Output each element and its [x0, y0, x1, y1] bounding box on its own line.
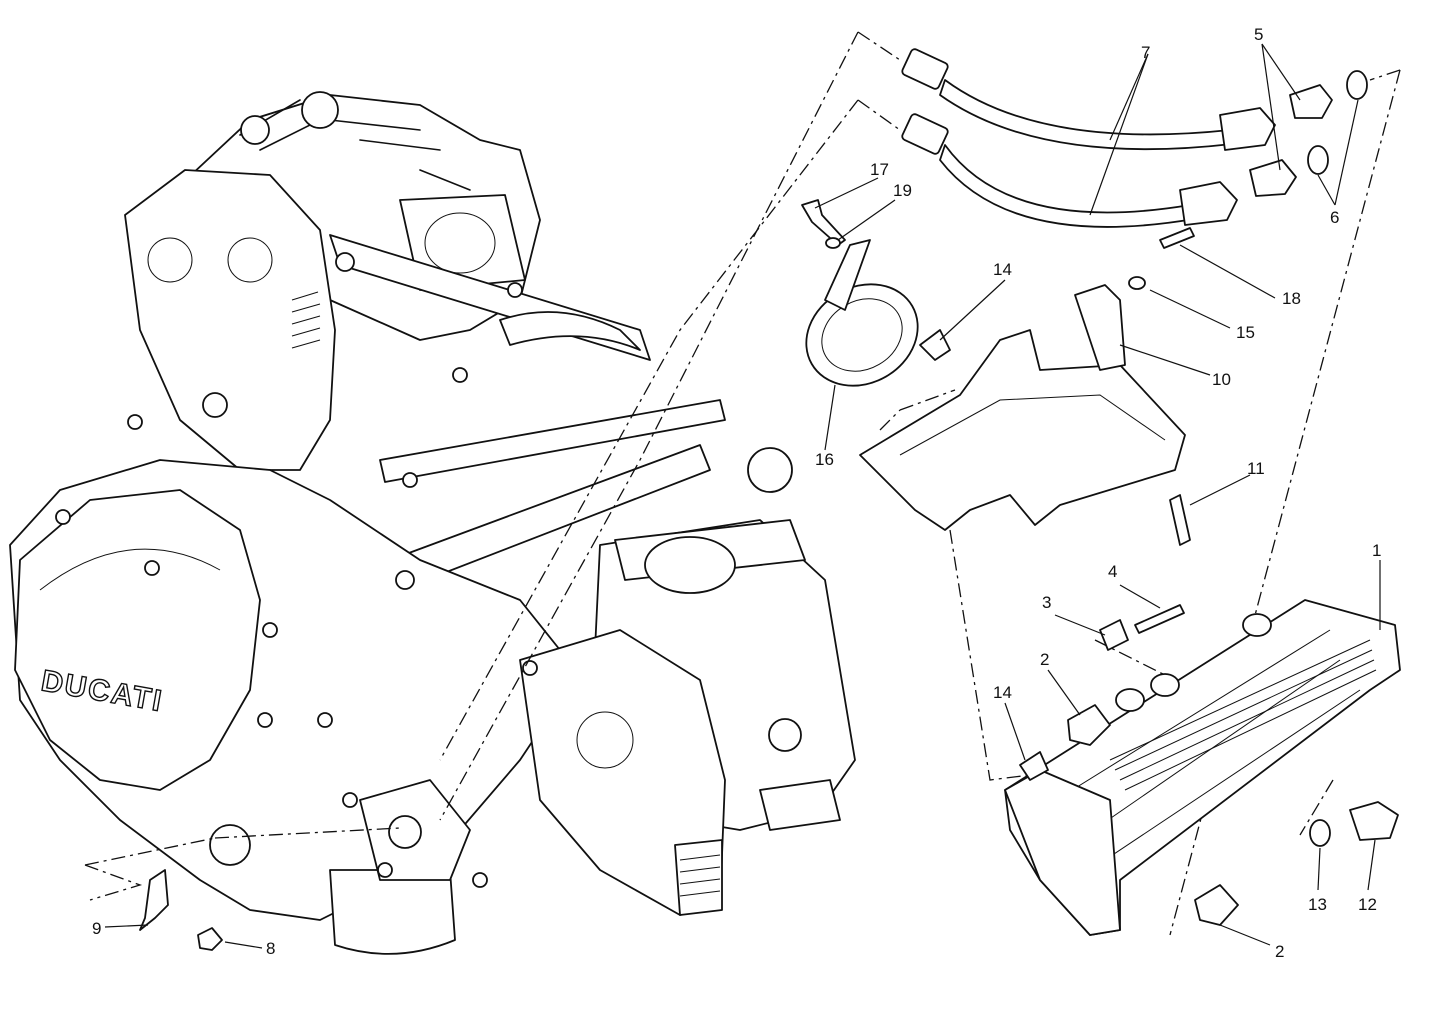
clip — [139, 869, 169, 931]
cam-cover-ribs — [239, 99, 471, 191]
timing-belt-cover-rear — [124, 169, 336, 471]
clutch-cover-outline — [39, 548, 221, 591]
bracket-mount-bolt — [1169, 494, 1191, 546]
callout-16: 16 — [815, 450, 834, 469]
screw — [197, 927, 223, 951]
callout-18: 18 — [1282, 289, 1301, 308]
callout-numbers: 1 2 2 3 4 5 6 7 8 9 10 11 12 13 14 14 15… — [92, 25, 1381, 961]
callout-19: 19 — [893, 181, 912, 200]
cooler-screw — [1134, 604, 1185, 634]
cooler-mount-bracket — [859, 329, 1186, 531]
cam-plug — [240, 115, 270, 145]
drain-plug-washer — [1309, 819, 1331, 847]
callout-2-lower: 2 — [1275, 942, 1284, 961]
cooler-fins — [1109, 639, 1377, 791]
callout-5: 5 — [1254, 25, 1263, 44]
spark-plug-cap — [301, 91, 339, 129]
bracket-screw — [1159, 227, 1195, 249]
thermostat-outlet — [747, 447, 793, 493]
adapter-fittings — [1249, 70, 1368, 197]
oil-hoses — [901, 48, 1276, 228]
mount-bracket-assembly — [859, 227, 1195, 546]
callout-14-lower: 14 — [993, 683, 1012, 702]
callout-3: 3 — [1042, 593, 1051, 612]
cooler-mount-ear-2 — [1115, 688, 1145, 712]
front-throttle-port — [644, 536, 736, 594]
engine-bolts — [55, 252, 538, 888]
callout-8: 8 — [266, 939, 275, 958]
oil-cooler-assembly — [1004, 599, 1401, 936]
cooler-mount-ear-3 — [1242, 613, 1272, 637]
drain-plug — [1349, 801, 1399, 841]
callout-11: 11 — [1247, 459, 1265, 478]
front-cover-vent — [576, 711, 634, 769]
bracket-upright — [1074, 284, 1126, 371]
spring-clip-lower — [1019, 751, 1049, 781]
horn-assembly — [801, 199, 919, 387]
callout-2-upper: 2 — [1040, 650, 1049, 669]
oil-cap-parts — [139, 869, 223, 951]
grommet-lower — [1194, 884, 1239, 926]
horn-washer — [825, 237, 841, 249]
oil-filter — [329, 869, 456, 955]
grommet-upper — [1067, 704, 1111, 746]
bracket-washer — [1128, 276, 1146, 290]
callout-4: 4 — [1108, 562, 1117, 581]
callout-13: 13 — [1308, 895, 1327, 914]
callout-14-upper: 14 — [993, 260, 1012, 279]
frame-tube-mid — [379, 399, 726, 483]
oil-hose-upper — [939, 79, 1233, 151]
callout-12: 12 — [1358, 895, 1377, 914]
front-cam-cap — [759, 779, 841, 831]
clutch-cover — [14, 489, 261, 791]
oil-sight-glass — [209, 824, 251, 866]
horn — [805, 283, 919, 387]
leader-lines — [104, 43, 1381, 949]
sealing-washer-lower — [1307, 145, 1329, 175]
coolant-hose — [499, 311, 641, 351]
assembly-guide-lines — [84, 31, 1401, 936]
front-spark-plug — [768, 718, 802, 752]
callout-1: 1 — [1372, 541, 1381, 560]
horn-bracket — [824, 239, 871, 311]
callout-7: 7 — [1141, 43, 1150, 62]
engine-assembly: DUCATI — [9, 91, 856, 955]
callout-10: 10 — [1212, 370, 1231, 389]
callout-6: 6 — [1330, 208, 1339, 227]
spacer — [1099, 619, 1129, 651]
cover-vents — [147, 237, 321, 349]
hose-fittings — [901, 48, 1276, 226]
callout-15: 15 — [1236, 323, 1255, 342]
front-cover-tip — [674, 839, 723, 916]
oil-hose-lower — [939, 144, 1195, 228]
sealing-washer-upper — [1346, 70, 1368, 100]
cooler-mount-ear-1 — [1150, 673, 1180, 697]
callout-17: 17 — [870, 160, 889, 179]
callout-9: 9 — [92, 919, 101, 938]
horn-bolt — [801, 199, 846, 246]
